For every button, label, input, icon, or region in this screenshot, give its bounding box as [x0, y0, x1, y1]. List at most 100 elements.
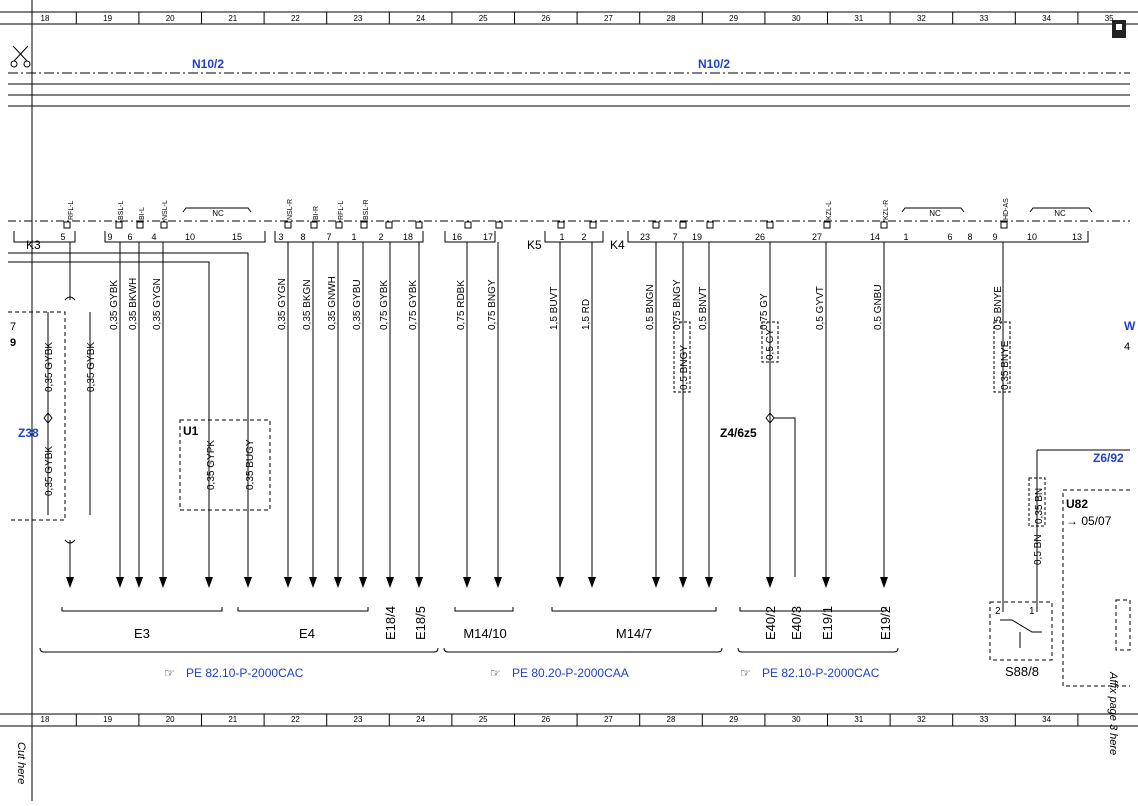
ruler-bottom-cell: 33: [980, 715, 989, 724]
pin-cap: [136, 221, 144, 229]
pin-function-label: NSL-R: [287, 199, 294, 220]
wire-arrow: [415, 577, 423, 588]
hand-pointer-icon: ☞: [740, 666, 751, 680]
pin-number: 17: [483, 232, 493, 242]
wire-arrow: [652, 577, 660, 588]
ruler-top-cell: 25: [479, 14, 488, 23]
pin-number: 8: [300, 232, 305, 242]
ruler-bottom-cell: 22: [291, 715, 300, 724]
ruler-top-cell: 19: [103, 14, 112, 23]
module-label-left: N10/2: [192, 57, 224, 71]
pin-cap: [385, 221, 393, 229]
wire-arrow: [822, 577, 830, 588]
wire-arrow: [386, 577, 394, 588]
pin-function-label: KZL-L: [826, 201, 833, 220]
reference-link[interactable]: PE 82.10-P-2000CAC: [762, 666, 880, 680]
boxed-wire-label: 0,5 GY: [765, 329, 776, 360]
nc-label: NC: [929, 209, 941, 218]
nc-label: NC: [212, 209, 224, 218]
ruler-bottom-cell: 32: [917, 715, 926, 724]
connector-label: K4: [610, 238, 625, 252]
pin-function-label: RFL-L: [338, 200, 345, 220]
pin-cap: [360, 221, 368, 229]
pin-function-label: BI-L: [139, 207, 146, 220]
reference-link[interactable]: PE 82.10-P-2000CAC: [186, 666, 304, 680]
wire-label: 0,5 BNGN: [645, 284, 656, 330]
wire-arrow: [334, 577, 342, 588]
splice-label: Z6/92: [1093, 451, 1124, 465]
component-label: M14/7: [616, 626, 652, 641]
pin-number: 10: [185, 232, 195, 242]
wire-label: 0,35 BKWH: [128, 278, 139, 330]
wire-label: 0,5 GYVT: [815, 286, 826, 330]
pin-cap: [766, 221, 774, 229]
pin-cap: [589, 221, 597, 229]
pin-cap: [706, 221, 714, 229]
svg-text:N10/2: N10/2: [192, 57, 224, 71]
pin-number: 3: [278, 232, 283, 242]
ruler-bottom-cell: 28: [667, 715, 676, 724]
wire-label: 0,75 GY: [759, 293, 770, 330]
module-label-right: N10/2: [698, 57, 730, 71]
pin-cap: [495, 221, 503, 229]
boxed-wire-label: 0,5 BNGY: [679, 345, 690, 390]
pin-cap: [880, 221, 888, 229]
pin-function-label: RFL-L: [68, 200, 75, 220]
ruler-bottom-cell: 23: [354, 715, 363, 724]
component-label: E40/3: [789, 606, 804, 640]
edge-fragment: W: [1124, 319, 1136, 333]
extra-wire-label: 0,35 GYBK: [44, 446, 55, 496]
wire-label: 1,5 RD: [581, 299, 592, 330]
pin-number: 14: [870, 232, 880, 242]
ruler-top-cell: 28: [667, 14, 676, 23]
wire-arrow: [494, 577, 502, 588]
pin-number: 7: [326, 232, 331, 242]
affix-note: Affix page 3 here: [1107, 671, 1119, 755]
extra-wire-label: 0,35 GYBK: [86, 342, 97, 392]
wire-arrow: [205, 577, 213, 588]
wire-arrow: [359, 577, 367, 588]
ruler-top-cell: 32: [917, 14, 926, 23]
ruler-top-cell: 26: [541, 14, 550, 23]
ruler-bottom-cell: 21: [228, 715, 237, 724]
reference-links[interactable]: ☞PE 82.10-P-2000CAC☞PE 80.20-P-2000CAA☞P…: [164, 666, 880, 680]
pin-number: 1: [903, 232, 908, 242]
pin-number: 15: [232, 232, 242, 242]
wire-label: 0,75 GYBK: [379, 280, 390, 330]
pin-cap: [160, 221, 168, 229]
pin-number: 18: [403, 232, 413, 242]
pin-number: 23: [640, 232, 650, 242]
wire-arrow: [284, 577, 292, 588]
wire-arrow: [66, 577, 74, 588]
wire-arrow: [116, 577, 124, 588]
ruler-bottom-cell: 29: [729, 715, 738, 724]
switch-pin: 2: [995, 606, 1001, 617]
wire-label: 0,35 GYBU: [352, 279, 363, 330]
pin-cap: [115, 221, 123, 229]
pin-function-label: BSL-R: [363, 199, 370, 220]
ruler-bottom-cell: 18: [41, 715, 50, 724]
ruler-top-cell: 18: [41, 14, 50, 23]
ruler-top-cell: 31: [854, 14, 863, 23]
edge-fragment: 4: [1124, 341, 1130, 353]
reference-link[interactable]: PE 80.20-P-2000CAA: [512, 666, 629, 680]
pin-number: 27: [812, 232, 822, 242]
pin-number: 5: [60, 232, 65, 242]
wire-label: 1,5 BUVT: [549, 287, 560, 330]
pin-number: 9: [107, 232, 112, 242]
ruler-bottom-cell: 19: [103, 715, 112, 724]
pin-function-label: KZL-R: [883, 200, 890, 220]
wire-arrow: [135, 577, 143, 588]
ruler-top-cell: 30: [792, 14, 801, 23]
u-block-label: U1: [183, 424, 199, 438]
wire-arrow: [159, 577, 167, 588]
ruler-top-cell: 23: [354, 14, 363, 23]
wire-arrow: [463, 577, 471, 588]
